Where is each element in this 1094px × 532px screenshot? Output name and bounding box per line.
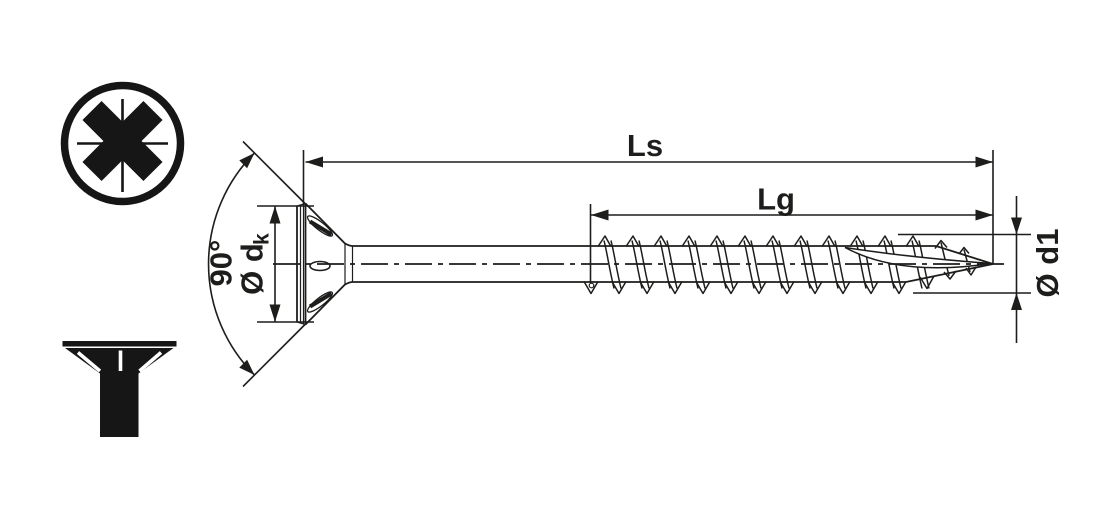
- dimension-head-angle: 90°: [204, 140, 307, 388]
- ls-arrow-left: [305, 156, 323, 168]
- d1-arrow-top: [1011, 217, 1022, 235]
- pozidriv-cross-recess-icon: [60, 81, 185, 206]
- lg-arrow-right: [975, 209, 993, 221]
- dk-arrow-bottom: [269, 304, 281, 322]
- screw-tip: [905, 245, 994, 283]
- dimension-head-diameter: Ø d k: [235, 205, 314, 323]
- head-recess-detail: [306, 215, 334, 313]
- dimension-thread-diameter: Ø d1: [898, 196, 1065, 343]
- dimension-label-head-diameter-subscript: k: [251, 233, 274, 245]
- dk-arrow-top: [269, 206, 281, 224]
- screw-side-view: [273, 202, 1010, 326]
- dimension-label-total-length: Ls: [627, 128, 663, 163]
- dimension-label-thread-length: Lg: [757, 182, 795, 217]
- d1-arrow-bottom: [1011, 293, 1022, 310]
- head-icon-top-bar: [62, 341, 177, 347]
- dimension-label-head-diameter: Ø d: [235, 243, 270, 295]
- head-icon-facet-lines: [76, 350, 163, 373]
- thread-ridges: [597, 235, 930, 295]
- angle-arrow-bottom: [239, 359, 255, 375]
- screw-head: [296, 202, 354, 326]
- ls-arrow-right: [975, 156, 993, 168]
- dimension-total-length: Ls: [302, 128, 994, 264]
- drive-symbol-circle: [60, 81, 185, 206]
- dimension-label-head-angle: 90°: [204, 240, 239, 287]
- lg-arrow-left: [591, 209, 609, 221]
- dimension-label-thread-diameter: Ø d1: [1030, 229, 1065, 298]
- dimension-thread-length: Lg: [588, 182, 993, 289]
- drive-symbol-thick-x: [82, 100, 163, 182]
- angle-arrow-top: [239, 153, 255, 169]
- thread-start-marker: [588, 282, 595, 289]
- head-icon-shank: [100, 373, 139, 437]
- countersunk-flat-head-icon: [62, 341, 177, 437]
